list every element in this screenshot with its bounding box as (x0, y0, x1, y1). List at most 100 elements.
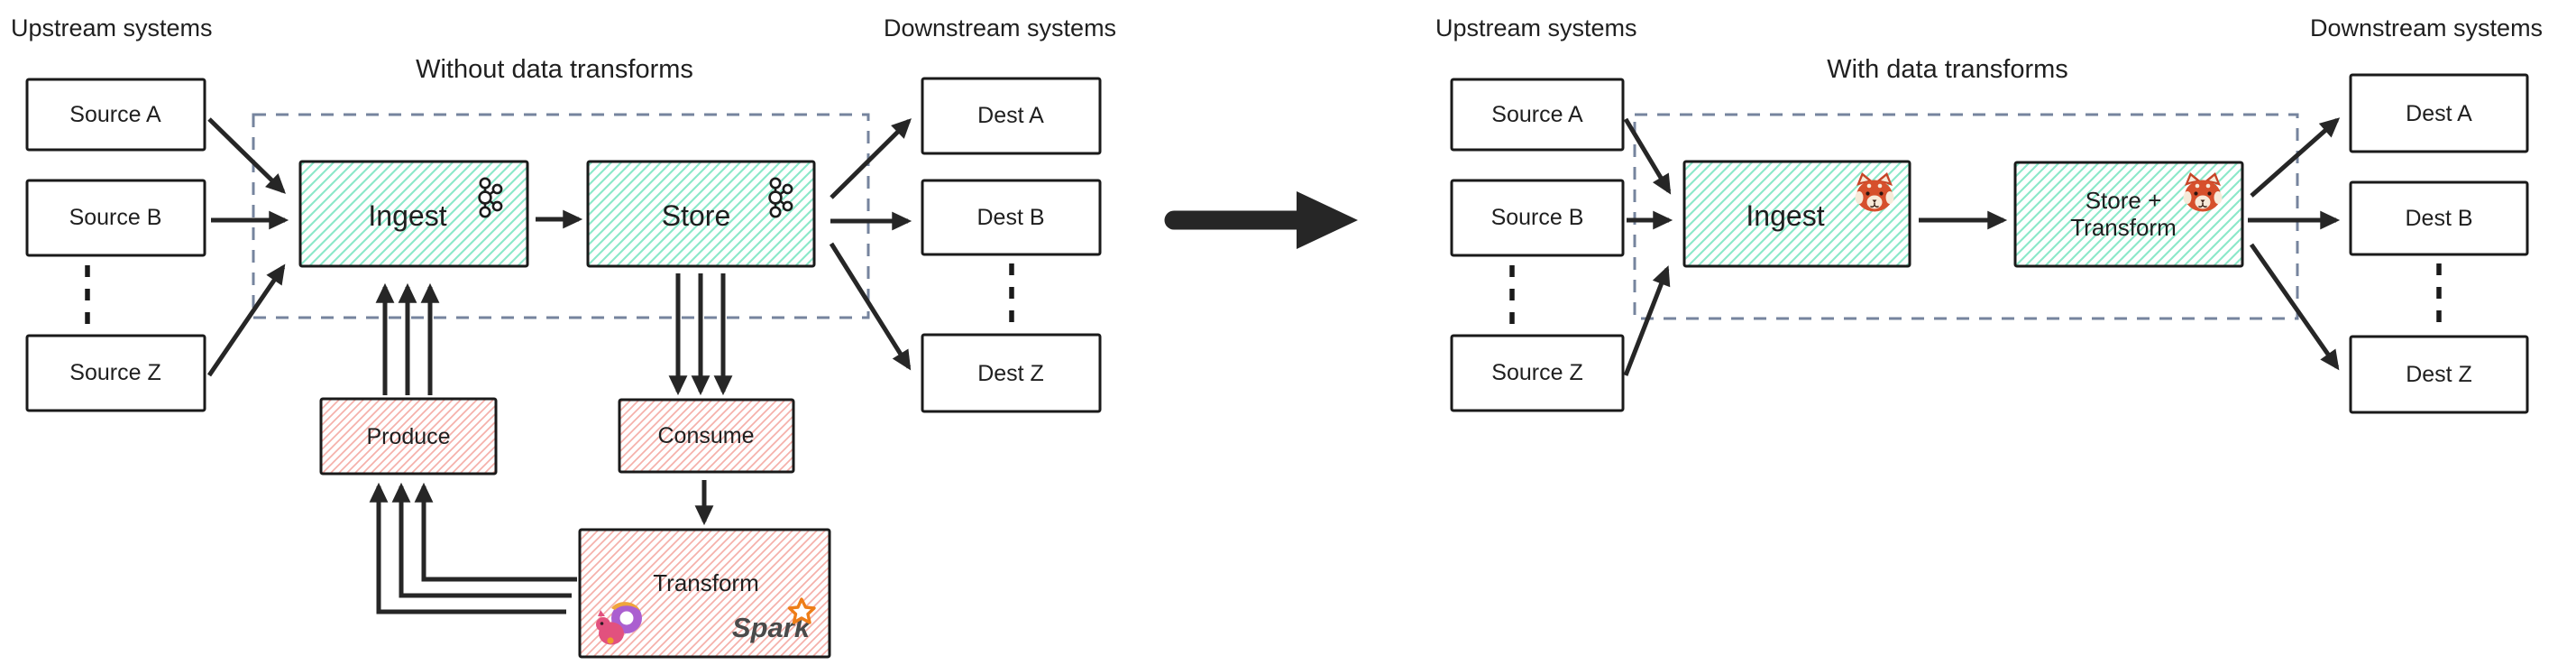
transition-arrow-head (1297, 191, 1358, 249)
source-b-rect (25, 179, 206, 257)
ingest-label: Ingest (368, 199, 446, 232)
flink-eye (600, 622, 604, 625)
dest-z-box: Dest Z (921, 333, 1102, 413)
transition-arrow (1164, 191, 1358, 249)
store-transform-label-line2: Transform (2070, 214, 2177, 241)
panda-ear-tuft (1881, 176, 1889, 182)
panda-cheek (1885, 191, 1894, 204)
produce-label: Produce (366, 424, 450, 449)
flink-tail-swirl (619, 611, 634, 625)
dest-b-box: Dest B (921, 179, 1102, 256)
consume-rect (618, 398, 795, 474)
arrow-store-to-dest-z (829, 242, 912, 371)
source-a-rect (1450, 78, 1625, 152)
source-z-label: Source Z (1491, 360, 1582, 385)
source-a-box: Source A (25, 78, 206, 152)
ingest-label: Ingest (1746, 199, 1824, 232)
source-b-box: Source B (25, 179, 206, 257)
source-b-label: Source B (69, 205, 162, 230)
dest-z-rect (2349, 335, 2529, 414)
transform-box: Transform Spark (578, 528, 831, 659)
source-b-box: Source B (1450, 179, 1625, 257)
flink-tail-highlight (611, 602, 640, 611)
arrow-source-z-to-ingest (1623, 265, 1671, 376)
panda-ear-tuft (2188, 176, 2196, 182)
redpanda-icon (2183, 172, 2223, 212)
consume-box: Consume (618, 398, 795, 474)
panda-ear-tuft (2209, 176, 2217, 182)
panda-nose (2200, 199, 2205, 203)
arrow-source-a-to-ingest (207, 117, 286, 194)
redpanda-icon (1855, 172, 1894, 212)
flink-squirrel-icon (596, 602, 642, 645)
arrow-transform-to-produce (369, 482, 566, 614)
source-a-box: Source A (1450, 78, 1625, 152)
source-b-rect (1450, 179, 1625, 257)
panel-title-with-transforms: With data transforms (1827, 55, 2068, 84)
kafka-node (491, 200, 503, 212)
transform-rect (578, 528, 831, 659)
consume-label: Consume (658, 423, 755, 448)
dest-z-label: Dest Z (2406, 362, 2472, 387)
store-box: Store (586, 160, 816, 268)
dest-b-rect (2349, 180, 2529, 256)
store-transform-box: Store + Transform (2013, 161, 2244, 268)
arrow-store-transform-to-dest-z (2249, 243, 2340, 371)
panda-eye (1866, 191, 1870, 196)
source-a-label: Source A (1491, 102, 1583, 127)
kafka-node (479, 206, 491, 218)
arrow-store-to-dest-a (830, 118, 912, 199)
source-a-rect (25, 78, 206, 152)
panda-ear-tuft (1860, 176, 1868, 182)
spark-logo: Spark (732, 597, 816, 643)
upstream-systems-label: Upstream systems (11, 14, 213, 42)
kafka-node (768, 190, 783, 205)
panda-brow (1866, 183, 1872, 189)
kafka-node (769, 206, 782, 218)
panda-cheek (2183, 191, 2192, 204)
ingest-box: Ingest (298, 160, 529, 268)
dest-b-label: Dest B (2405, 206, 2472, 231)
panda-mouth (2198, 202, 2207, 208)
source-z-box: Source Z (25, 334, 206, 412)
panda-brow (2195, 183, 2200, 189)
panel-with-transforms: Upstream systems With data transforms Do… (1435, 14, 2543, 414)
kafka-node (491, 183, 503, 195)
kafka-icon (768, 177, 793, 218)
arrow-source-a-to-ingest (1623, 117, 1672, 195)
flink-ear (598, 610, 605, 616)
panda-eye (2194, 191, 2198, 196)
kafka-node (782, 200, 793, 212)
transform-label: Transform (653, 569, 759, 596)
dest-z-rect (921, 333, 1102, 413)
kafka-node (479, 177, 491, 189)
dest-a-label: Dest A (977, 103, 1044, 128)
upstream-systems-label: Upstream systems (1435, 14, 1637, 42)
flink-acorn (607, 637, 614, 644)
panel-without-transforms: Upstream systems Without data transforms… (11, 14, 1116, 659)
kafka-icon (478, 177, 503, 218)
kafka-node (478, 190, 492, 205)
spark-star-icon (787, 597, 816, 624)
source-a-label: Source A (69, 102, 161, 127)
produce-box: Produce (319, 397, 498, 476)
pipeline-dashed-container (1633, 113, 2299, 320)
dest-a-box: Dest A (2349, 73, 2529, 153)
panda-eye (1879, 191, 1884, 196)
store-label: Store (662, 199, 730, 232)
panda-cheek (2214, 191, 2223, 204)
dest-b-box: Dest B (2349, 180, 2529, 256)
panda-cheek (1855, 191, 1864, 204)
dest-a-rect (921, 77, 1102, 155)
dest-b-rect (921, 179, 1102, 256)
arrow-store-transform-to-dest-a (2250, 117, 2341, 198)
produce-rect (319, 397, 498, 476)
store-rect (586, 160, 816, 268)
dest-a-rect (2349, 73, 2529, 153)
panda-brow (1877, 183, 1883, 189)
ingest-rect (1682, 160, 1911, 268)
downstream-systems-label: Downstream systems (2310, 14, 2543, 42)
store-transform-label-line1: Store + (2086, 187, 2162, 214)
